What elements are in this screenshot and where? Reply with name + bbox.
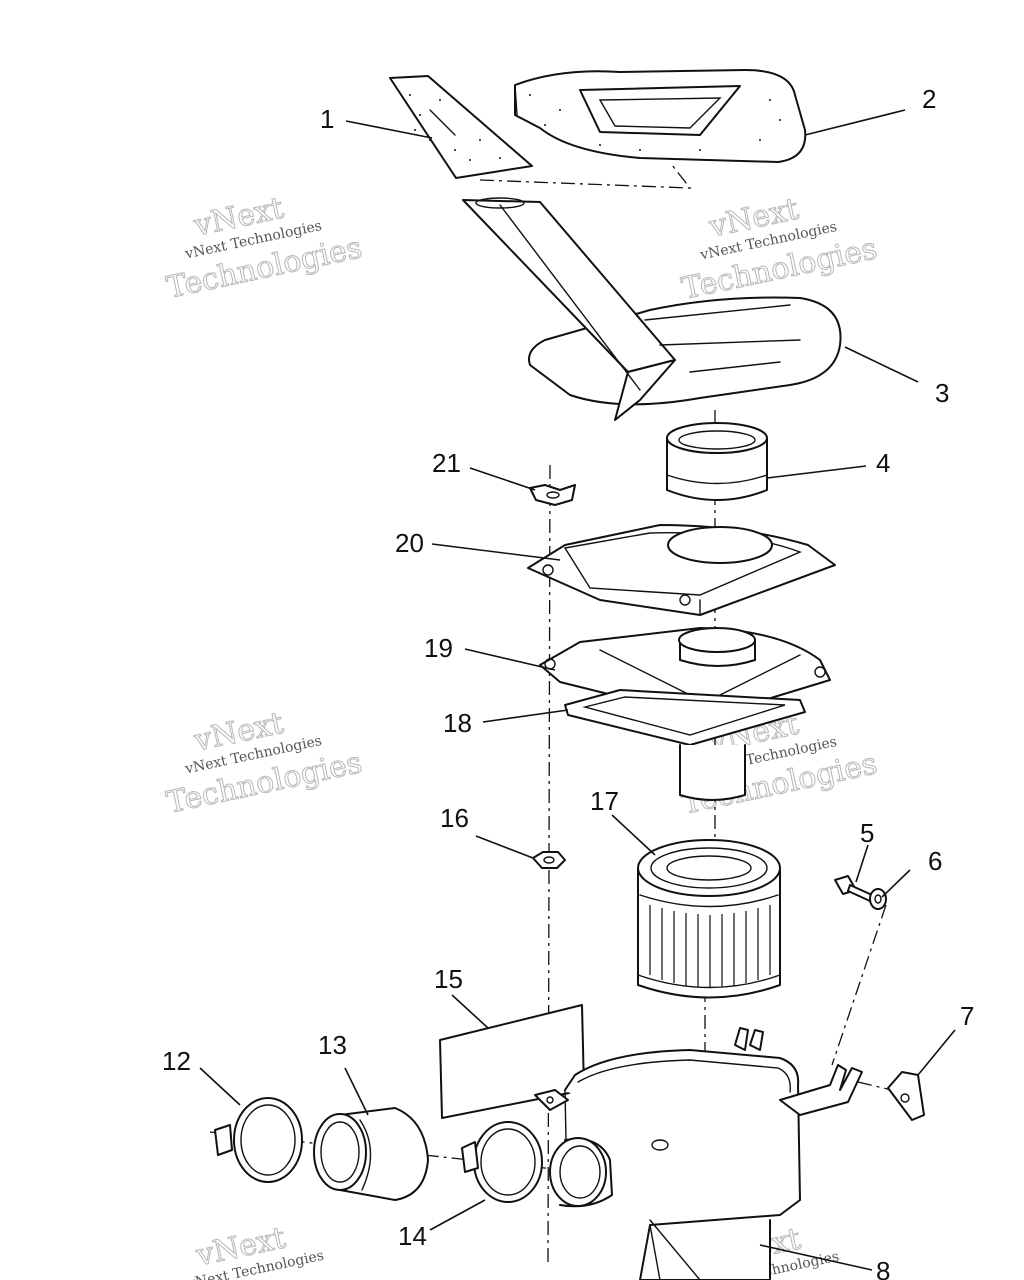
callout-18: 18 xyxy=(443,708,472,738)
callout-13: 13 xyxy=(318,1030,347,1060)
part-17-filter-element xyxy=(637,839,781,999)
callout-16: 16 xyxy=(440,803,469,833)
callout-7: 7 xyxy=(960,1001,974,1031)
part-18-gasket xyxy=(564,689,806,801)
part-16-nut xyxy=(532,851,566,869)
callout-14: 14 xyxy=(398,1221,427,1251)
callout-3: 3 xyxy=(935,378,949,408)
callout-20: 20 xyxy=(395,528,424,558)
part-6-washer xyxy=(869,888,887,910)
part-1-foam-pad xyxy=(389,75,533,179)
part-14-clamp xyxy=(461,1121,543,1203)
callout-15: 15 xyxy=(434,964,463,994)
callout-5: 5 xyxy=(860,818,874,848)
callout-labels: 1 2 3 4 5 6 7 8 12 13 14 15 16 17 18 19 … xyxy=(162,84,974,1280)
part-12-clamp xyxy=(214,1097,303,1183)
callout-8: 8 xyxy=(876,1256,890,1280)
part-20-top-plate xyxy=(527,524,836,616)
callout-21: 21 xyxy=(432,448,461,478)
center-line-mount xyxy=(831,904,887,1066)
watermark-mid-left: vNext vNext Technologies Technologies xyxy=(163,705,365,821)
callout-2: 2 xyxy=(922,84,936,114)
part-5-bolt xyxy=(834,875,873,902)
callout-19: 19 xyxy=(424,633,453,663)
part-21-wing-nut xyxy=(529,484,576,506)
callout-12: 12 xyxy=(162,1046,191,1076)
callout-1: 1 xyxy=(320,104,334,134)
watermark-top-right: vNext vNext Technologies Technologies xyxy=(678,191,880,307)
center-line-foam xyxy=(479,164,692,189)
callout-6: 6 xyxy=(928,846,942,876)
part-2-foam-block xyxy=(514,69,807,163)
part-7-bracket xyxy=(887,1071,925,1121)
air-box-housing xyxy=(534,1027,863,1280)
watermark-bottom-left: vNext vNext Technologies xyxy=(185,1220,325,1280)
watermark-top-left: vNext vNext Technologies Technologies xyxy=(163,190,365,306)
leader-lines xyxy=(199,109,956,1271)
callout-4: 4 xyxy=(876,448,890,478)
part-19-lid xyxy=(539,627,831,719)
part-3-intake-cover xyxy=(462,197,842,421)
callout-17: 17 xyxy=(590,786,619,816)
part-4-sleeve xyxy=(666,422,768,501)
part-13-coupler xyxy=(313,1107,429,1201)
